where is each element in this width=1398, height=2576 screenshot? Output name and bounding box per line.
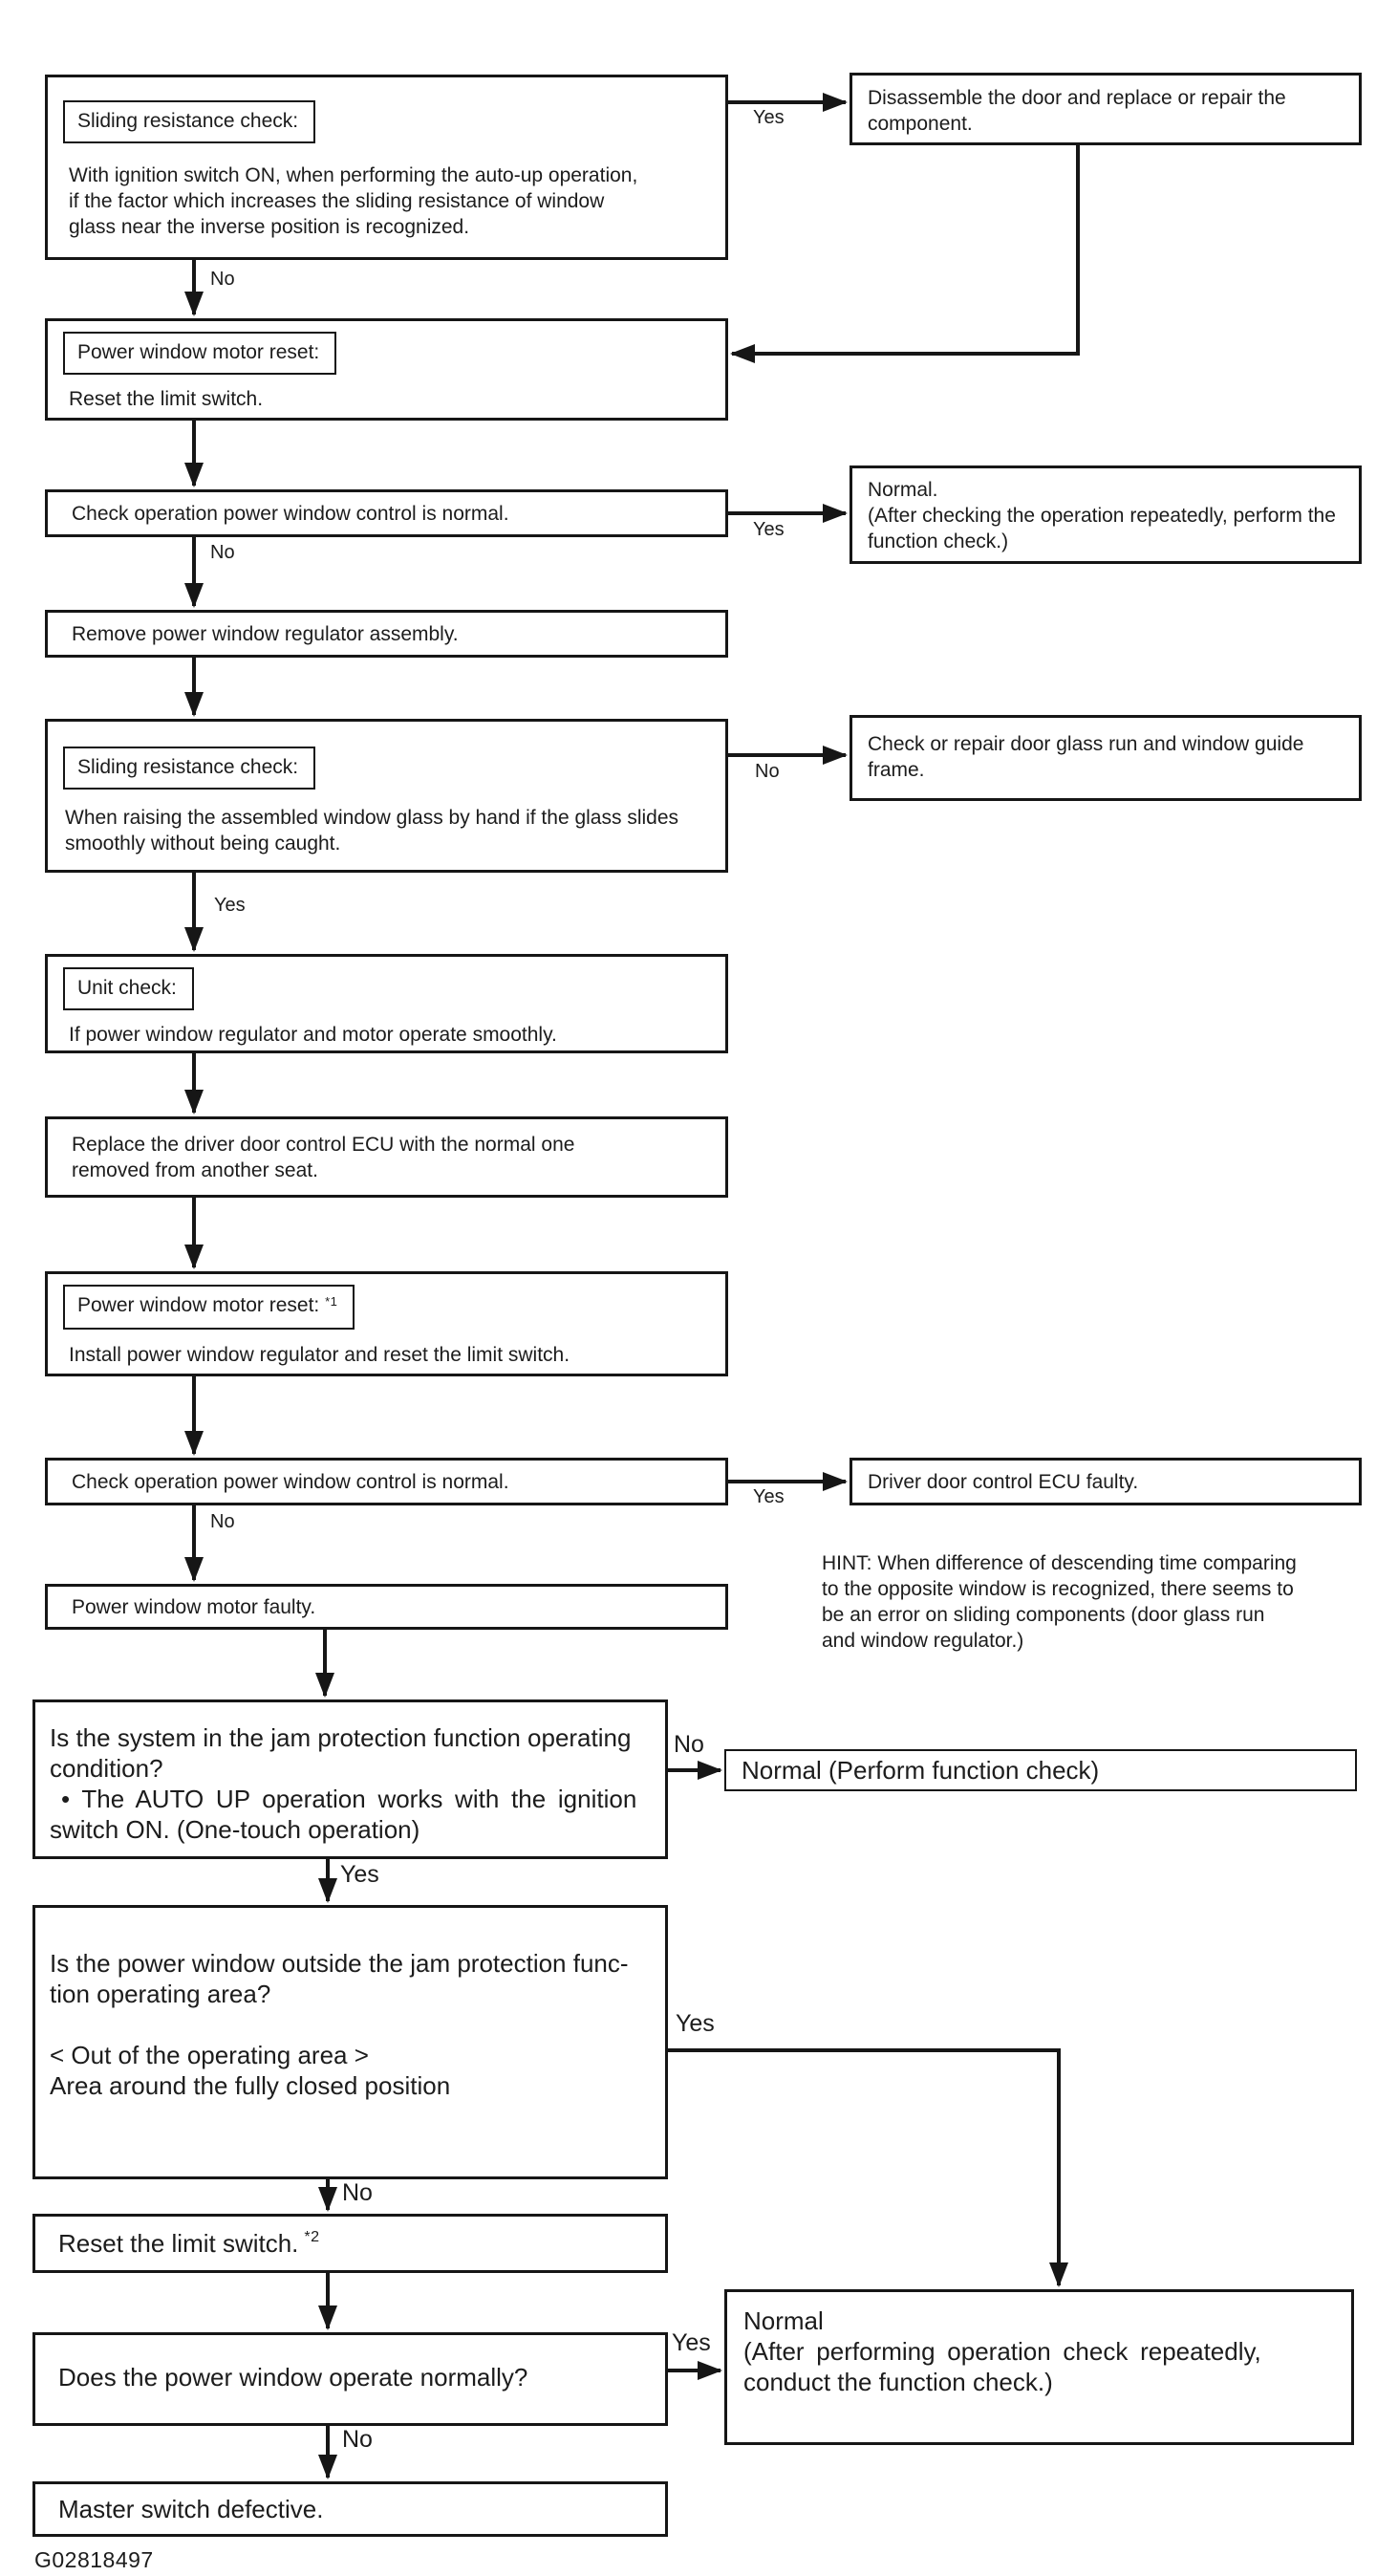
branch-label-no: No <box>340 2179 375 2206</box>
node-unit-check: Unit check: If power window regulator an… <box>45 954 728 1053</box>
node-title: Unit check: <box>77 977 177 999</box>
node-body: Install power window regulator and reset… <box>69 1344 570 1366</box>
node-reset-limit-switch: Reset the limit switch. *2 <box>32 2214 668 2273</box>
node-body: Remove power window regulator assembly. <box>72 622 459 645</box>
node-power-window-motor-faulty: Power window motor faulty. <box>45 1584 728 1630</box>
figure-code: G02818497 <box>34 2547 154 2572</box>
node-body-line: Is the system in the jam protection func… <box>50 1723 632 1752</box>
node-title-box: Sliding resistance check: <box>63 100 316 143</box>
branch-label-yes: Yes <box>212 895 247 916</box>
node-normal-perform-function-check: Normal (Perform function check) <box>724 1749 1357 1791</box>
node-driver-door-ecu-faulty: Driver door control ECU faulty. <box>850 1458 1362 1505</box>
node-power-window-motor-reset-2: Power window motor reset: *1 Install pow… <box>45 1271 728 1376</box>
node-title-footnote: *1 <box>325 1294 338 1310</box>
node-normal-after-checking: Normal. (After checking the operation re… <box>850 465 1362 564</box>
node-title-box: Power window motor reset: *1 <box>63 1285 355 1330</box>
node-body-line: • The AUTO UP operation works with the i… <box>61 1785 637 1813</box>
node-body: Check operation power window control is … <box>72 502 509 525</box>
node-title: Sliding resistance check: <box>77 110 299 132</box>
connector-disassemble-return <box>730 145 1080 363</box>
branch-label-yes: Yes <box>751 1486 786 1507</box>
node-normal-after-operation-check: Normal (After performing operation check… <box>724 2289 1354 2445</box>
node-body-line: (After performing operation check repeat… <box>743 2337 1261 2366</box>
node-body: Does the power window operate normally? <box>58 2363 528 2392</box>
node-operate-normally: Does the power window operate normally? <box>32 2332 668 2426</box>
node-master-switch-defective: Master switch defective. <box>32 2481 668 2537</box>
node-body: Normal. (After checking the operation re… <box>868 479 1336 552</box>
branch-label-no: No <box>672 1731 706 1758</box>
node-power-window-motor-reset-1: Power window motor reset: Reset the limi… <box>45 318 728 421</box>
branch-label-yes: Yes <box>338 1861 381 1888</box>
branch-label-no: No <box>208 542 237 563</box>
node-body: Normal (Perform function check) <box>742 1756 1100 1785</box>
node-title-box: Sliding resistance check: <box>63 747 316 790</box>
branch-label-yes: Yes <box>670 2329 713 2356</box>
node-jam-protection-area: Is the power window outside the jam prot… <box>32 1905 668 2179</box>
node-body: Master switch defective. <box>58 2495 324 2523</box>
node-body: Driver door control ECU faulty. <box>868 1470 1139 1493</box>
node-body: Check or repair door glass run and windo… <box>868 733 1304 781</box>
branch-label-yes: Yes <box>751 107 786 128</box>
node-check-operation-1: Check operation power window control is … <box>45 489 728 537</box>
node-body: Is the power window outside the jam prot… <box>50 1949 629 2100</box>
branch-label-yes: Yes <box>674 2010 717 2037</box>
hint-note: HINT: When difference of descending time… <box>822 1552 1297 1652</box>
branch-label-no: No <box>208 1511 237 1532</box>
branch-label-no: No <box>340 2426 375 2453</box>
node-footnote: *2 <box>304 2227 320 2245</box>
node-body: Check operation power window control is … <box>72 1470 509 1493</box>
node-body: Replace the driver door control ECU with… <box>72 1133 575 1181</box>
branch-label-no: No <box>208 269 237 290</box>
node-body: With ignition switch ON, when performing… <box>69 164 638 238</box>
node-remove-regulator: Remove power window regulator assembly. <box>45 610 728 658</box>
node-title: Sliding resistance check: <box>77 756 299 778</box>
node-check-operation-2: Check operation power window control is … <box>45 1458 728 1505</box>
node-body-line: Normal <box>743 2306 824 2335</box>
node-jam-protection-condition: Is the system in the jam protection func… <box>32 1699 668 1859</box>
node-body: When raising the assembled window glass … <box>65 807 679 855</box>
node-replace-driver-door-ecu: Replace the driver door control ECU with… <box>45 1116 728 1198</box>
node-sliding-resistance-check-1: Sliding resistance check: With ignition … <box>45 75 728 260</box>
node-body: Power window motor faulty. <box>72 1595 316 1618</box>
connector-jamarea-yes <box>668 2048 1068 2287</box>
node-body-line: condition? <box>50 1754 163 1783</box>
node-disassemble-door: Disassemble the door and replace or repa… <box>850 73 1362 145</box>
node-body: If power window regulator and motor oper… <box>69 1024 557 1046</box>
node-check-repair-glass-run: Check or repair door glass run and windo… <box>850 715 1362 801</box>
node-body-line: switch ON. (One-touch operation) <box>50 1815 420 1844</box>
node-body: Reset the limit switch. <box>69 388 264 410</box>
branch-label-yes: Yes <box>751 519 786 540</box>
node-title: Power window motor reset: <box>77 1294 320 1316</box>
node-body-line: conduct the function check.) <box>743 2368 1053 2396</box>
node-title-box: Power window motor reset: <box>63 332 337 375</box>
branch-label-no: No <box>753 761 782 782</box>
node-title: Power window motor reset: <box>77 341 320 363</box>
node-body: Reset the limit switch. <box>58 2229 299 2258</box>
node-body: Disassemble the door and replace or repa… <box>868 87 1286 135</box>
node-sliding-resistance-check-2: Sliding resistance check: When raising t… <box>45 719 728 873</box>
node-title-box: Unit check: <box>63 967 194 1010</box>
